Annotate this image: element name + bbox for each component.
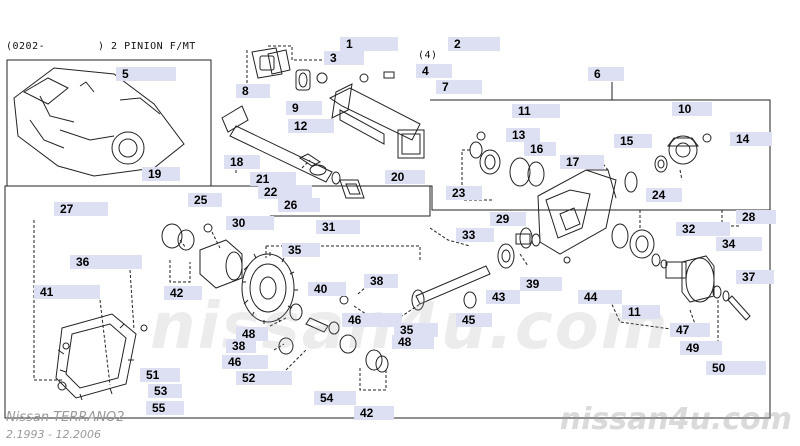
callout-52[interactable]: 52 — [236, 371, 292, 385]
callout-23[interactable]: 23 — [446, 186, 482, 200]
callout-26[interactable]: 26 — [278, 198, 320, 212]
callout-5[interactable]: 5 — [116, 67, 176, 81]
callout-11-lower[interactable]: 11 — [622, 305, 660, 319]
header-title: ) 2 PINION F/MT — [98, 41, 196, 52]
callout-35-lower[interactable]: 35 — [394, 323, 438, 337]
callout-1[interactable]: 1 — [340, 37, 398, 51]
callout-34[interactable]: 34 — [716, 237, 762, 251]
callout-53[interactable]: 53 — [148, 384, 182, 398]
callout-49[interactable]: 49 — [680, 341, 722, 355]
callout-32[interactable]: 32 — [676, 222, 730, 236]
watermark-corner: nissan4u.com — [559, 402, 792, 437]
callout-50[interactable]: 50 — [706, 361, 766, 375]
callout-3[interactable]: 3 — [324, 51, 364, 65]
callout-37[interactable]: 37 — [736, 270, 774, 284]
callout-9[interactable]: 9 — [286, 101, 322, 115]
callout-8[interactable]: 8 — [236, 84, 270, 98]
callout-27[interactable]: 27 — [54, 202, 108, 216]
inset-frame — [6, 59, 212, 187]
callout-40[interactable]: 40 — [308, 282, 346, 296]
callout-7[interactable]: 7 — [436, 80, 482, 94]
callout-48-lower[interactable]: 48 — [392, 335, 434, 349]
callout-29[interactable]: 29 — [490, 212, 526, 226]
callout-42-lower[interactable]: 42 — [354, 406, 394, 420]
group-frame-upper — [4, 82, 771, 419]
callout-44[interactable]: 44 — [578, 290, 622, 304]
callout-48-upper[interactable]: 48 — [236, 327, 268, 341]
callout-33[interactable]: 33 — [456, 228, 494, 242]
footer-model: Nissan TERRANO2 — [6, 410, 125, 425]
callout-46-upper[interactable]: 46 — [342, 313, 402, 327]
header-note: (4) — [418, 50, 438, 61]
callout-6[interactable]: 6 — [588, 67, 624, 81]
callout-25[interactable]: 25 — [188, 193, 222, 207]
callout-45[interactable]: 45 — [456, 313, 492, 327]
callout-11-upper[interactable]: 11 — [512, 104, 560, 118]
callout-55[interactable]: 55 — [146, 401, 184, 415]
callout-2[interactable]: 2 — [448, 37, 500, 51]
callout-20[interactable]: 20 — [385, 170, 425, 184]
callout-4[interactable]: 4 — [416, 64, 452, 78]
callout-19[interactable]: 19 — [142, 167, 180, 181]
callout-10[interactable]: 10 — [672, 102, 712, 116]
callout-41[interactable]: 41 — [34, 285, 100, 299]
callout-28[interactable]: 28 — [736, 210, 776, 224]
callout-47[interactable]: 47 — [670, 323, 710, 337]
group-frame-mid — [270, 186, 431, 217]
callout-54[interactable]: 54 — [314, 391, 356, 405]
callout-14[interactable]: 14 — [730, 132, 772, 146]
callout-24[interactable]: 24 — [646, 188, 682, 202]
callout-12[interactable]: 12 — [288, 119, 334, 133]
header-code: (0202- — [6, 41, 46, 52]
callout-36[interactable]: 36 — [70, 255, 142, 269]
callout-16-upper[interactable]: 16 — [524, 142, 556, 156]
callout-31[interactable]: 31 — [316, 220, 360, 234]
callout-35-upper[interactable]: 35 — [282, 243, 320, 257]
callout-39[interactable]: 39 — [520, 277, 562, 291]
callout-30[interactable]: 30 — [226, 216, 274, 230]
callout-42-upper[interactable]: 42 — [164, 286, 202, 300]
callout-38-upper[interactable]: 38 — [364, 274, 398, 288]
callout-43[interactable]: 43 — [486, 290, 520, 304]
callout-46-lower[interactable]: 46 — [222, 355, 268, 369]
callout-22[interactable]: 22 — [258, 185, 312, 199]
callout-21[interactable]: 21 — [250, 172, 296, 186]
callout-38-lower[interactable]: 38 — [226, 339, 256, 353]
callout-15[interactable]: 15 — [614, 134, 652, 148]
callout-18[interactable]: 18 — [224, 155, 260, 169]
footer-dates: 2.1993 - 12.2006 — [6, 428, 101, 441]
callout-13-upper[interactable]: 13 — [506, 128, 540, 142]
callout-17[interactable]: 17 — [560, 155, 604, 169]
callout-51[interactable]: 51 — [140, 368, 180, 382]
